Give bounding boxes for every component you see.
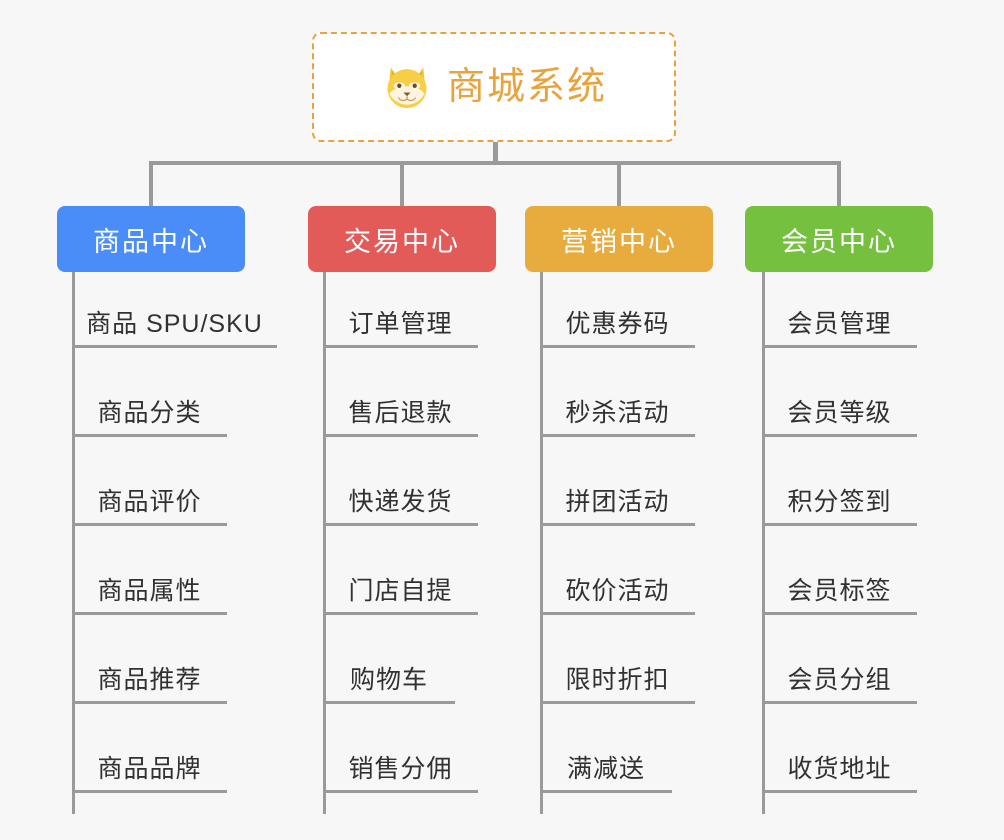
branch-head-label-2: 交易中心 (344, 226, 460, 257)
branch-head-label-3: 营销中心 (561, 226, 677, 257)
leaf-label: 商品属性 (97, 577, 202, 606)
branch-drop-connector-1 (149, 161, 153, 206)
branch-trunk-4 (762, 272, 765, 814)
leaf-label: 拼团活动 (565, 488, 670, 517)
branch-drop-connector-2 (400, 161, 404, 206)
leaf-item[interactable]: 积分签到 (762, 437, 917, 526)
leaf-item[interactable]: 满减送 (540, 704, 672, 793)
leaf-item[interactable]: 拼团活动 (540, 437, 695, 526)
leaf-item[interactable]: 售后退款 (323, 348, 478, 437)
branch-trunk-3 (540, 272, 543, 814)
leaf-label: 砍价活动 (565, 577, 670, 606)
leaf-label: 会员标签 (787, 577, 892, 606)
leaf-label: 优惠券码 (565, 310, 670, 339)
leaf-item[interactable]: 商品属性 (72, 526, 227, 615)
root-node[interactable]: 商城系统 (312, 32, 676, 142)
leaf-item[interactable]: 会员管理 (762, 259, 917, 348)
branch-drop-connector-4 (837, 161, 841, 206)
leaf-label: 订单管理 (348, 310, 453, 339)
leaf-item[interactable]: 会员标签 (762, 526, 917, 615)
horizontal-bus-connector (149, 161, 841, 165)
leaf-item[interactable]: 优惠券码 (540, 259, 695, 348)
leaf-item[interactable]: 商品推荐 (72, 615, 227, 704)
dog-face-icon (387, 67, 427, 109)
leaf-label: 售后退款 (348, 399, 453, 428)
leaf-item[interactable]: 限时折扣 (540, 615, 695, 704)
leaf-item[interactable]: 商品评价 (72, 437, 227, 526)
leaf-label: 商品推荐 (97, 666, 202, 695)
branch-head-1[interactable]: 商品中心 (57, 206, 245, 272)
branch-head-3[interactable]: 营销中心 (525, 206, 713, 272)
leaf-label: 商品评价 (97, 488, 202, 517)
leaf-label: 快递发货 (348, 488, 453, 517)
leaf-item[interactable]: 销售分佣 (323, 704, 478, 793)
leaf-label: 商品 SPU/SKU (86, 310, 263, 339)
leaf-item[interactable]: 商品 SPU/SKU (72, 259, 277, 348)
branch-head-4[interactable]: 会员中心 (745, 206, 933, 272)
leaf-item[interactable]: 门店自提 (323, 526, 478, 615)
leaf-item[interactable]: 订单管理 (323, 259, 478, 348)
leaf-label: 限时折扣 (565, 666, 670, 695)
leaf-item[interactable]: 会员等级 (762, 348, 917, 437)
leaf-label: 购物车 (349, 666, 428, 695)
leaf-label: 门店自提 (348, 577, 453, 606)
leaf-label: 秒杀活动 (565, 399, 670, 428)
leaf-item[interactable]: 秒杀活动 (540, 348, 695, 437)
leaf-label: 满减送 (566, 755, 645, 784)
leaf-label: 会员分组 (787, 666, 892, 695)
branch-head-label-1: 商品中心 (93, 226, 209, 257)
leaf-item[interactable]: 收货地址 (762, 704, 917, 793)
leaf-label: 商品分类 (97, 399, 202, 428)
branch-trunk-1 (72, 272, 75, 814)
branch-drop-connector-3 (617, 161, 621, 206)
branch-trunk-2 (323, 272, 326, 814)
leaf-item[interactable]: 快递发货 (323, 437, 478, 526)
leaf-item[interactable]: 会员分组 (762, 615, 917, 704)
leaf-label: 收货地址 (787, 755, 892, 784)
branch-head-2[interactable]: 交易中心 (308, 206, 496, 272)
leaf-item[interactable]: 购物车 (323, 615, 455, 704)
leaf-label: 会员管理 (787, 310, 892, 339)
leaf-item[interactable]: 商品分类 (72, 348, 227, 437)
leaf-label: 积分签到 (787, 488, 892, 517)
root-stem-connector (493, 142, 498, 164)
branch-head-label-4: 会员中心 (781, 226, 897, 257)
leaf-label: 会员等级 (787, 399, 892, 428)
leaf-label: 销售分佣 (348, 755, 453, 784)
leaf-item[interactable]: 砍价活动 (540, 526, 695, 615)
leaf-label: 商品品牌 (97, 755, 202, 784)
root-title: 商城系统 (446, 66, 607, 108)
leaf-item[interactable]: 商品品牌 (72, 704, 227, 793)
